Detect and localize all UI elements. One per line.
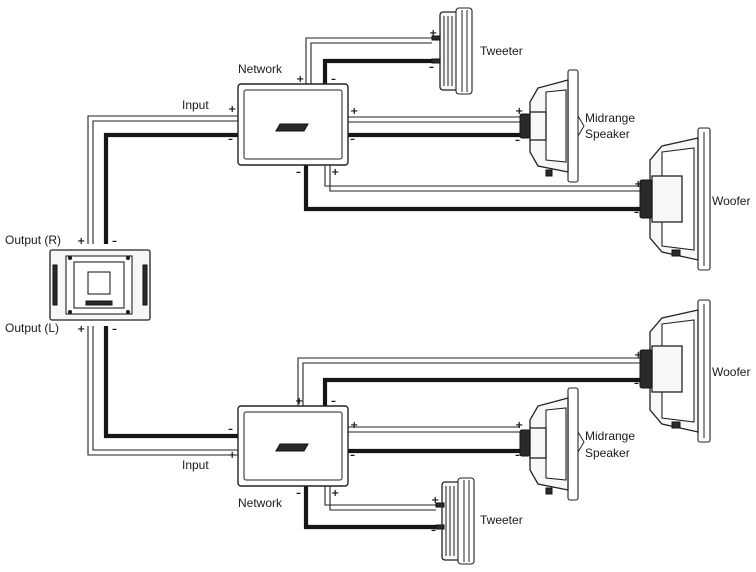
wire-amp-r-negative: [103, 132, 238, 244]
upper-speaker-label: Speaker: [585, 127, 630, 141]
lower-tw-minus: –: [431, 525, 436, 536]
amp-r-minus: –: [112, 236, 117, 247]
lower-mid-plus: +: [515, 420, 523, 431]
wire-upper-tweeter-positive-inner: [310, 42, 432, 84]
lower-net-tw-plus: +: [331, 488, 339, 499]
wire-amp-l-negative: [103, 326, 238, 439]
wire-lower-tweeter-positive: [324, 486, 436, 506]
wire-upper-woofer-negative: [303, 165, 640, 212]
upper-mid-plus: +: [515, 106, 523, 117]
wire-upper-woofer-positive: [324, 165, 640, 187]
amp-l-plus: +: [77, 324, 85, 335]
lower-net-wf-plus: +: [295, 396, 303, 407]
polarity-marks: + – + – + – + – + – – + + – + – + – – + …: [77, 28, 642, 536]
lower-net-in-minus: –: [228, 424, 233, 435]
upper-midrange-label: Midrange: [585, 111, 635, 125]
upper-tw-minus: –: [429, 62, 434, 73]
lower-mid-minus: –: [515, 450, 520, 461]
upper-mid-minus: –: [515, 135, 520, 146]
wire-amp-r-positive: [87, 115, 238, 244]
upper-input-label: Input: [182, 98, 209, 112]
upper-net-tw-minus: –: [331, 74, 336, 85]
wire-amp-r-positive-inner: [92, 120, 238, 244]
output-r-label: Output (R): [5, 233, 61, 247]
lower-woofer-label: Woofer: [712, 365, 750, 379]
wire-amp-l-positive: [87, 326, 238, 456]
wire-lower-woofer-positive-inner: [302, 362, 640, 406]
upper-net-in-minus: –: [228, 134, 233, 145]
wire-upper-woofer-positive-inner: [329, 165, 640, 192]
wire-lower-woofer-positive: [297, 357, 640, 406]
upper-woofer-label: Woofer: [712, 194, 750, 208]
upper-net-wf-plus: +: [331, 167, 339, 178]
output-l-label: Output (L): [5, 321, 59, 335]
lower-wf-minus: –: [634, 378, 639, 389]
upper-net-mid-minus: –: [350, 134, 355, 145]
lower-network-icon: [237, 405, 349, 487]
amplifier-icon: [49, 249, 151, 321]
labels: Network Input Tweeter Midrange Speaker W…: [5, 44, 750, 527]
upper-network-icon: [237, 83, 349, 166]
upper-tweeter-icon: [431, 7, 473, 95]
upper-net-mid-plus: +: [350, 106, 358, 117]
upper-network-label: Network: [238, 62, 283, 76]
upper-net-tw-plus: +: [296, 74, 304, 85]
lower-network-label: Network: [238, 496, 283, 510]
lower-net-mid-plus: +: [350, 420, 358, 431]
lower-tweeter-icon: [435, 477, 475, 565]
lower-net-mid-minus: –: [350, 450, 355, 461]
amp-r-plus: +: [77, 236, 85, 247]
upper-wf-plus: +: [634, 179, 642, 190]
lower-speaker-label: Speaker: [585, 446, 630, 460]
wire-amp-l-positive-inner: [92, 326, 238, 451]
wires: [87, 37, 640, 530]
amp-l-minus: –: [112, 324, 117, 335]
wire-upper-tweeter-negative: [322, 58, 432, 84]
lower-wf-plus: +: [634, 350, 642, 361]
wire-upper-tweeter-positive: [305, 37, 432, 84]
upper-net-in-plus: +: [228, 104, 236, 115]
upper-wf-minus: –: [634, 207, 639, 218]
wire-lower-tweeter-positive-inner: [329, 486, 436, 511]
wire-lower-tweeter-negative: [303, 486, 436, 530]
lower-tw-plus: +: [431, 495, 439, 506]
upper-woofer-icon: [639, 127, 711, 271]
lower-net-wf-minus: –: [331, 396, 336, 407]
lower-net-in-plus: +: [228, 450, 236, 461]
lower-woofer-icon: [639, 299, 711, 443]
upper-net-wf-minus: –: [296, 167, 301, 178]
lower-net-tw-minus: –: [296, 488, 301, 499]
upper-tweeter-label: Tweeter: [480, 44, 523, 58]
lower-tweeter-label: Tweeter: [480, 513, 523, 527]
wire-lower-woofer-negative: [322, 377, 640, 406]
upper-tw-plus: +: [429, 28, 437, 39]
upper-midrange-icon: [519, 69, 585, 183]
lower-midrange-icon: [519, 387, 585, 501]
lower-midrange-label: Midrange: [585, 429, 635, 443]
lower-input-label: Input: [182, 458, 209, 472]
